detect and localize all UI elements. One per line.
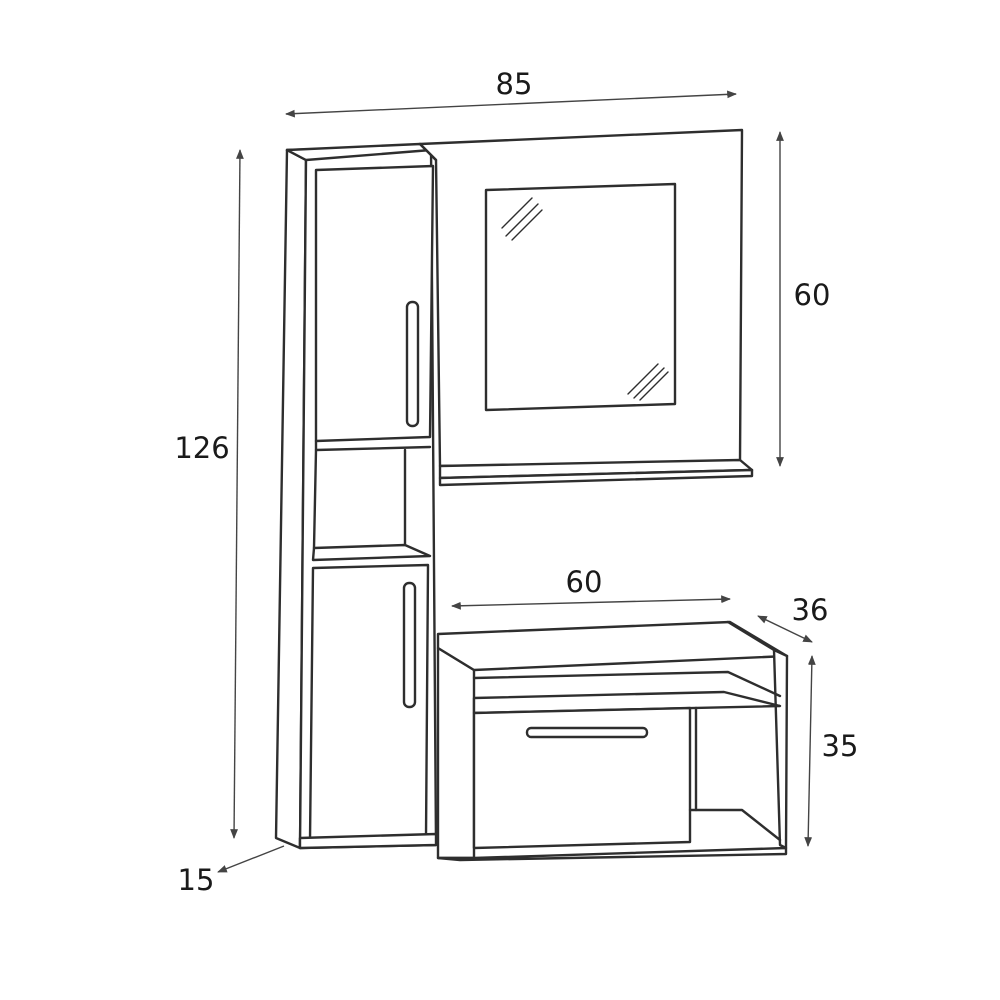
bench-unit <box>436 620 789 862</box>
dim-line-depth-36 <box>757 615 813 643</box>
dim-label-36: 36 <box>792 593 829 627</box>
upper-door-handle <box>405 300 420 428</box>
mirror-glass <box>484 182 677 412</box>
lower-door <box>308 563 430 842</box>
drawer <box>472 706 692 850</box>
lower-door-handle <box>402 581 417 709</box>
dim-label-60-bench: 60 <box>566 565 603 599</box>
dim-label-85: 85 <box>496 67 533 101</box>
dim-label-35: 35 <box>822 729 859 763</box>
dim-line-height-126 <box>230 149 244 839</box>
dim-line-depth-15 <box>217 845 285 873</box>
dim-line-width-85 <box>285 90 737 118</box>
dim-label-126: 126 <box>174 431 229 465</box>
mirror-panel <box>418 128 754 487</box>
dim-label-60-mirror: 60 <box>794 278 831 312</box>
open-shelf-compartment <box>311 439 432 562</box>
tall-cabinet <box>274 142 438 850</box>
dim-line-width-60 <box>451 595 731 610</box>
upper-door <box>314 164 435 443</box>
dim-line-height-35 <box>804 655 816 847</box>
drawer-handle <box>525 726 649 739</box>
dimension-lines <box>217 90 816 873</box>
dim-label-15: 15 <box>178 863 215 897</box>
